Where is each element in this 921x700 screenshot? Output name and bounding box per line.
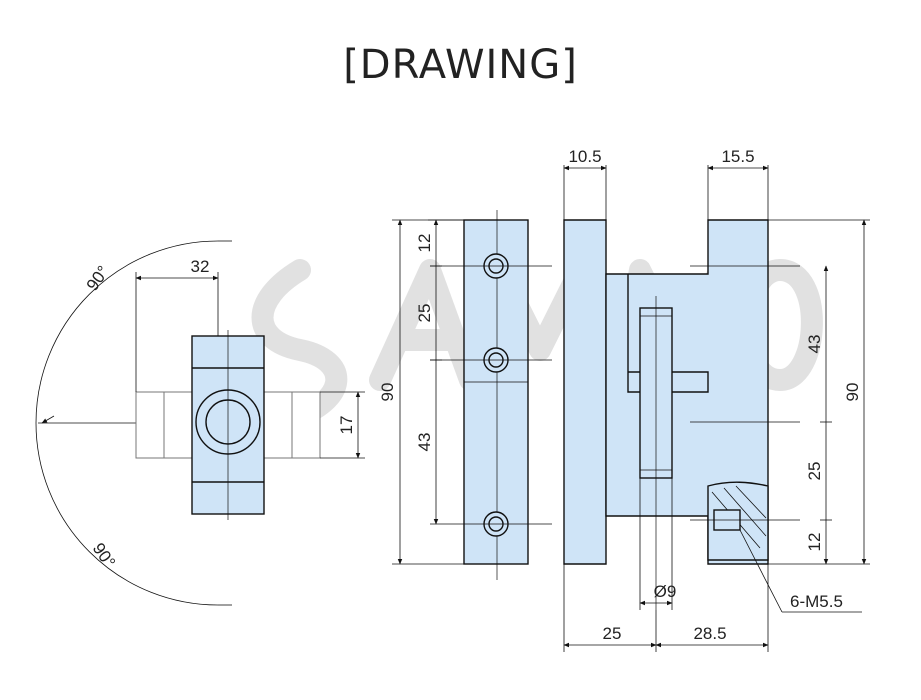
- front-spacing-3: 43: [415, 433, 434, 452]
- front-height-label: 90: [378, 383, 397, 402]
- angle-upper-label: 90°: [83, 262, 113, 294]
- thickness-label: 10.5: [568, 147, 601, 166]
- rotation-arc: [35, 240, 219, 606]
- right-view: 10.5 15.5 90 43 25 12 Ø9 6-M5.5 25 28.: [563, 147, 870, 652]
- thread-label: 6-M5.5: [790, 592, 843, 611]
- side-width-label: 32: [191, 257, 210, 276]
- right-left-plate: [563, 219, 607, 565]
- pin-diameter-label: Ø9: [654, 582, 677, 601]
- front-leaf: [463, 219, 529, 565]
- bottom-right-label: 28.5: [693, 624, 726, 643]
- right-height-label: 90: [843, 383, 862, 402]
- angle-lower-label: 90°: [89, 539, 119, 571]
- side-view: 90° 90° 32 17: [35, 240, 365, 606]
- knuckle-slot: [627, 274, 709, 393]
- right-spacing-2: 25: [805, 462, 824, 481]
- front-spacing-2: 25: [415, 304, 434, 323]
- front-view: 90 12 25 43: [378, 210, 552, 580]
- front-spacing-1: 12: [415, 234, 434, 253]
- drawing-title: [DRAWING]: [343, 42, 578, 88]
- right-spacing-3: 12: [805, 533, 824, 552]
- top-width-label: 15.5: [721, 147, 754, 166]
- bottom-left-label: 25: [603, 624, 622, 643]
- right-spacing-1: 43: [805, 335, 824, 354]
- side-height-label: 17: [337, 416, 356, 435]
